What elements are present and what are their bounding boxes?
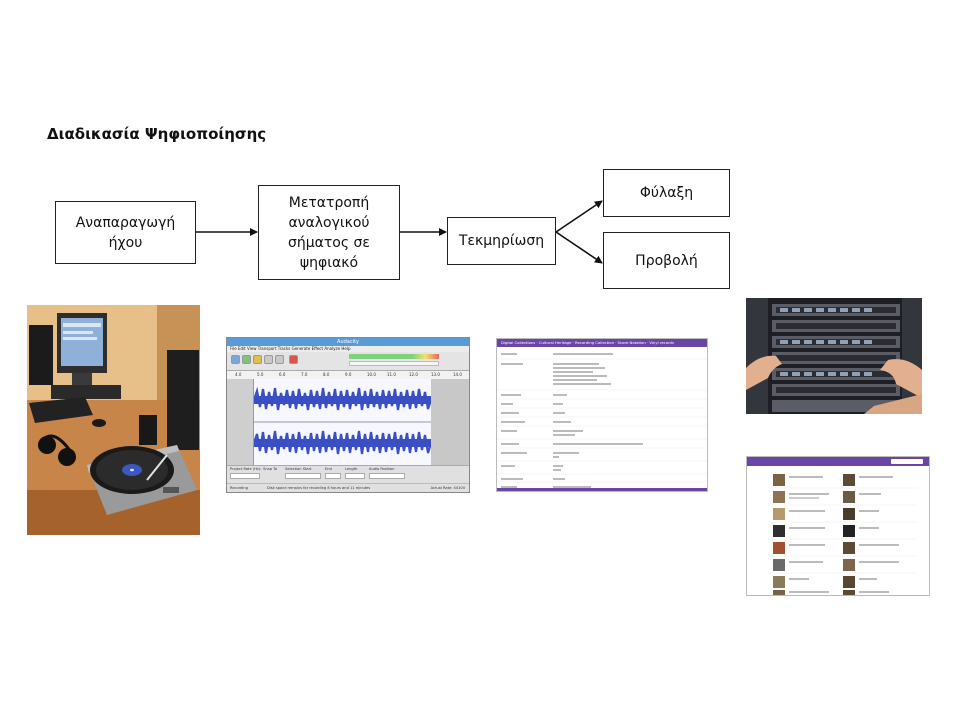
catalogue-list-screenshot [746, 456, 930, 596]
edge-documentation-storage [555, 200, 603, 233]
audacity-status-bar: Recording Disk space remains for recordi… [227, 483, 469, 492]
audacity-toolbar [227, 352, 469, 371]
node-documentation: Τεκμηρίωση [447, 217, 556, 265]
waveform [252, 379, 433, 465]
list-search-box [891, 459, 923, 464]
waveform-right-channel [252, 430, 433, 455]
catalogue-record-screenshot: Digital Collections · Cultural Heritage … [496, 338, 708, 492]
server-rack-photo [746, 298, 922, 414]
level-meter-2 [349, 361, 439, 366]
edge-documentation-display [555, 231, 603, 264]
stop-button [253, 355, 262, 364]
page-title: Διαδικασία Ψηφιοποίησης [47, 125, 267, 143]
node-display: Προβολή [603, 232, 730, 289]
record-fields [497, 353, 707, 488]
audio-track [227, 379, 469, 465]
node-storage: Φύλαξη [603, 169, 730, 217]
waveform-left-channel [252, 386, 433, 411]
record-button [289, 355, 298, 364]
audacity-screenshot: Audacity File Edit View Transport Tracks… [226, 337, 470, 493]
skip-start-button [264, 355, 273, 364]
audacity-menu: File Edit View Transport Tracks Generate… [227, 346, 469, 352]
level-meter [349, 354, 439, 359]
node-playback: Αναπαραγωγή ήχου [55, 201, 196, 264]
list-items [767, 474, 917, 595]
skip-end-button [275, 355, 284, 364]
record-footer-bar [497, 488, 707, 491]
pause-button [231, 355, 240, 364]
list-header [747, 457, 929, 466]
node-conversion: Μετατροπή αναλογικού σήματος σε ψηφιακό [258, 185, 400, 280]
workstation-photo [27, 305, 200, 535]
play-button [242, 355, 251, 364]
record-header: Digital Collections · Cultural Heritage … [497, 339, 707, 347]
track-empty-area [431, 379, 469, 465]
selection-toolbar: Project Rate (Hz): Snap To Selection Sta… [227, 465, 469, 492]
audacity-window-title: Audacity [227, 338, 469, 346]
track-controls [227, 379, 254, 465]
